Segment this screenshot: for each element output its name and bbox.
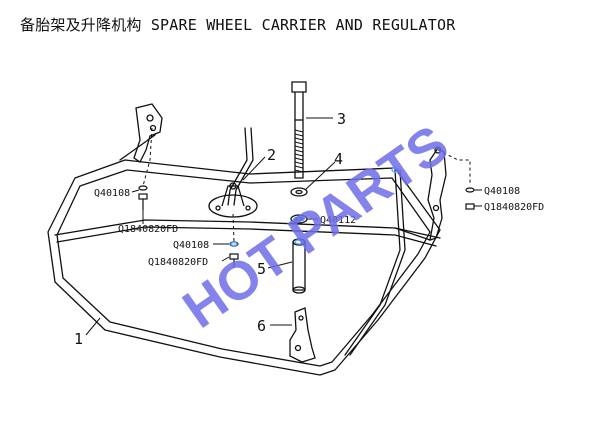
part-number-4: 4	[334, 150, 343, 168]
part-number-1: 1	[74, 330, 83, 348]
center-bolt-code: Q1840820FD	[148, 257, 208, 268]
right-washer-code: Q40108	[484, 186, 520, 197]
nut-washer-code: Q40112	[320, 215, 356, 226]
leader-lines	[85, 117, 482, 336]
left-washer-code: Q40108	[94, 188, 130, 199]
right-fasteners	[465, 187, 475, 210]
carrier-frame	[47, 127, 441, 376]
long-bolt	[291, 81, 307, 179]
right-bracket	[427, 146, 447, 241]
left-bolt-code: Q1840820FD	[118, 224, 178, 235]
part-number-3: 3	[337, 110, 346, 128]
left-fasteners	[138, 185, 148, 210]
part-number-6: 6	[257, 317, 266, 335]
center-washer-code: Q40108	[173, 240, 209, 251]
mounting-plate	[208, 182, 258, 218]
left-bracket	[133, 103, 163, 163]
right-bolt-code: Q1840820FD	[484, 202, 544, 213]
part-number-2: 2	[267, 146, 276, 164]
highlight-marks	[230, 167, 399, 247]
page-title: 备胎架及升降机构 SPARE WHEEL CARRIER AND REGULAT…	[20, 16, 456, 34]
sleeve-part5	[292, 238, 306, 294]
washer-part4	[290, 187, 308, 197]
part-number-5: 5	[257, 260, 266, 278]
watermark-text: HOT PARTS	[172, 114, 459, 340]
lower-bracket-part6	[289, 307, 316, 363]
bolt-threads	[294, 129, 304, 173]
